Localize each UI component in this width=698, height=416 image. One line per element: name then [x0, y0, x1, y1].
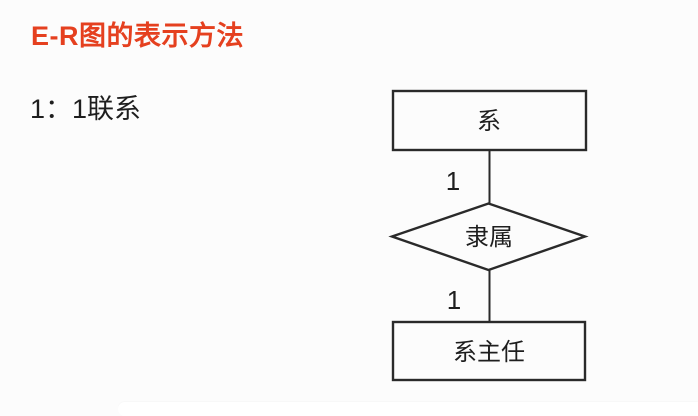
- cardinality-bottom-label: 1: [447, 285, 461, 315]
- relationship-diamond: [388, 202, 589, 272]
- cardinality-top-label: 1: [446, 166, 460, 196]
- relationship-label: 隶属: [465, 224, 513, 251]
- entity-box-bottom: [391, 320, 587, 382]
- bottom-strip: [118, 402, 698, 416]
- relationship-type-label: 1：1联系: [30, 94, 142, 124]
- entity-bottom-label: 系主任: [453, 339, 525, 366]
- page-title: E-R图的表示方法: [31, 21, 244, 51]
- entity-top-label: 系: [477, 108, 501, 135]
